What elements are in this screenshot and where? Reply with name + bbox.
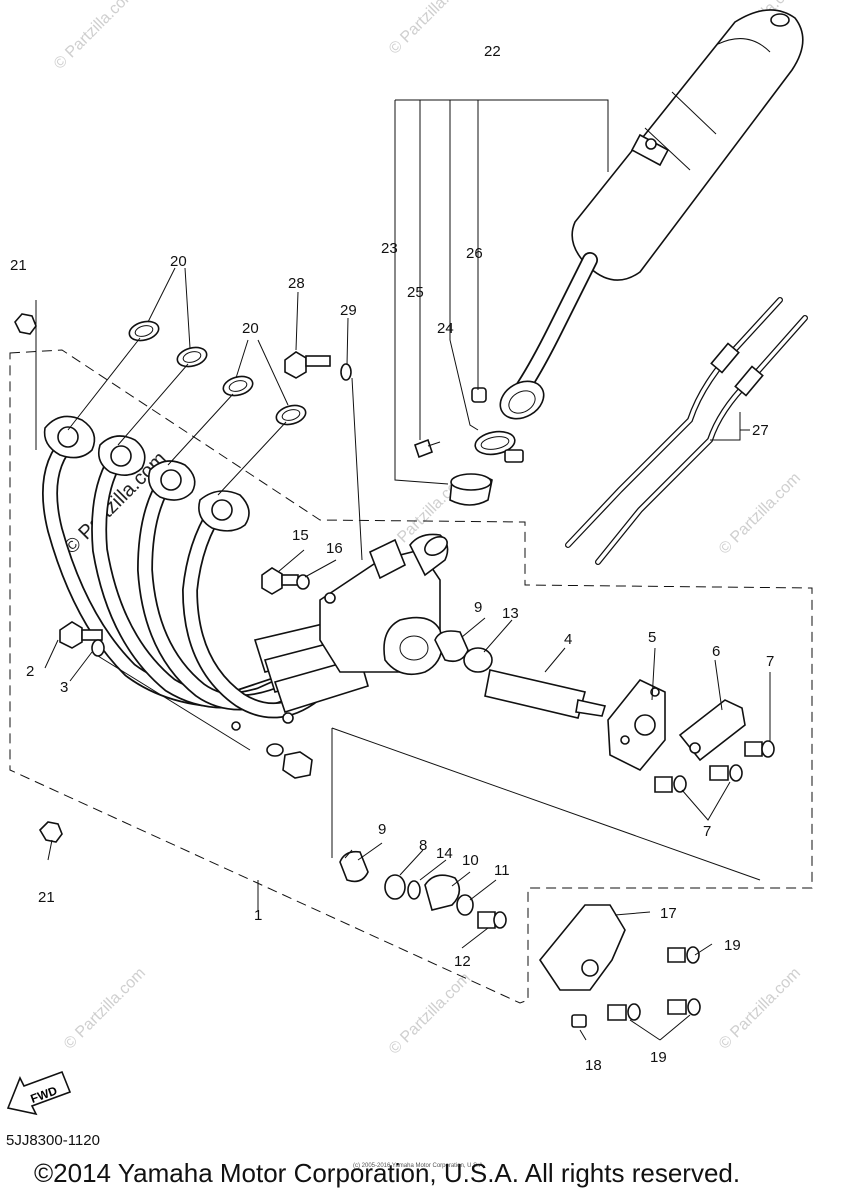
callout-15: 15 xyxy=(292,527,309,544)
callout-25: 25 xyxy=(407,284,424,301)
pulley-parts xyxy=(339,850,507,929)
callout-28: 28 xyxy=(288,275,305,292)
watermark: © Partzilla.com xyxy=(51,0,139,73)
callout-23: 23 xyxy=(381,240,398,257)
watermark: © Partzilla.com xyxy=(716,470,804,558)
callout-26: 26 xyxy=(466,245,483,262)
callout-19a: 19 xyxy=(724,937,741,954)
callout-21a: 21 xyxy=(10,257,27,274)
callout-7a: 7 xyxy=(766,653,774,670)
callout-16: 16 xyxy=(326,540,343,557)
fwd-arrow-icon: FWD xyxy=(6,1070,72,1116)
diagram-reference-code: 5JJ8300-1120 xyxy=(6,1132,100,1149)
callout-9a: 9 xyxy=(474,599,482,616)
pulley-cover xyxy=(539,904,701,1028)
valve-cables xyxy=(565,297,808,565)
header-pipes xyxy=(42,415,388,731)
callout-labels: 1 2 3 4 5 6 7 7 8 9 9 10 11 12 13 14 15 … xyxy=(10,43,774,1074)
callout-17: 17 xyxy=(660,905,677,922)
callout-2: 2 xyxy=(26,663,34,680)
leader-lines xyxy=(35,267,771,1041)
watermark: © Partzilla.com xyxy=(716,965,804,1053)
muffler-joint-parts xyxy=(413,387,524,506)
callout-20a: 20 xyxy=(170,253,187,270)
valve-shaft-assembly xyxy=(434,630,775,793)
callout-7b: 7 xyxy=(703,823,711,840)
callout-10: 10 xyxy=(462,852,479,869)
callout-4: 4 xyxy=(564,631,572,648)
callout-5: 5 xyxy=(648,629,656,646)
callout-20b: 20 xyxy=(242,320,259,337)
muffler xyxy=(499,9,804,420)
copyright-notice: ©2014 Yamaha Motor Corporation, U.S.A. A… xyxy=(34,1158,741,1188)
callout-18: 18 xyxy=(585,1057,602,1074)
callout-9b: 9 xyxy=(378,821,386,838)
fine-print: (c) 2005-2016 Yamaha Motor Corporation, … xyxy=(353,1163,485,1169)
callout-12: 12 xyxy=(454,953,471,970)
callout-24: 24 xyxy=(437,320,454,337)
callout-6: 6 xyxy=(712,643,720,660)
watermark: © Partzilla.com xyxy=(386,0,474,58)
callout-11: 11 xyxy=(494,862,510,879)
leader-22 xyxy=(394,99,609,485)
gaskets-20 xyxy=(128,320,307,426)
callout-13: 13 xyxy=(502,605,519,622)
callout-29: 29 xyxy=(340,302,357,319)
watermark: © Partzilla.com xyxy=(61,965,149,1053)
callout-19b: 19 xyxy=(650,1049,667,1066)
assembly-outline xyxy=(9,349,813,1004)
watermark: © Partzilla.com xyxy=(386,970,474,1058)
callout-27: 27 xyxy=(752,422,769,439)
callout-1: 1 xyxy=(254,907,262,924)
callout-8: 8 xyxy=(419,837,427,854)
callout-21b: 21 xyxy=(38,889,55,906)
callout-22: 22 xyxy=(484,43,501,60)
callout-14: 14 xyxy=(436,845,453,862)
exhaust-collector xyxy=(319,533,449,676)
callout-3: 3 xyxy=(60,679,68,696)
